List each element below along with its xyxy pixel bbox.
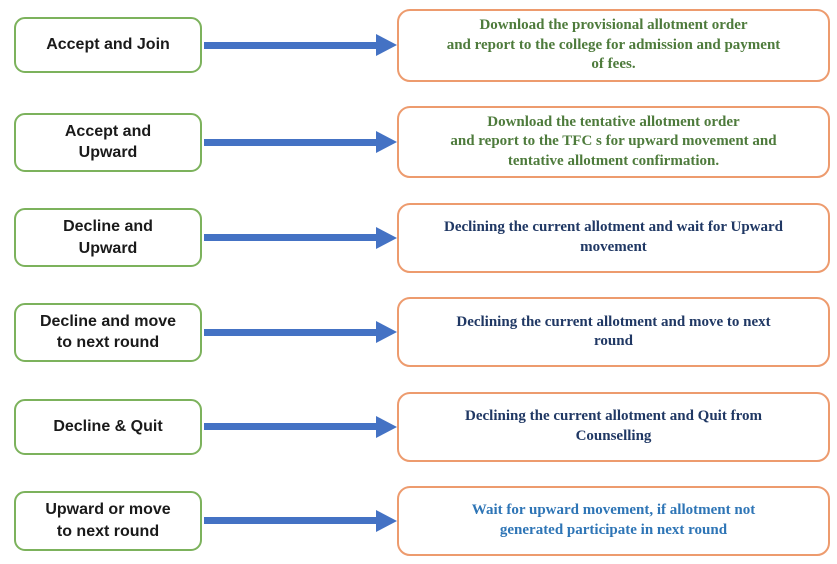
flow-row: Accept and Join Download the provisional… (14, 9, 830, 82)
arrow-right-icon (204, 414, 397, 440)
arrow-right-icon (204, 319, 397, 345)
description-text: Download the provisional allotment order… (446, 17, 781, 72)
option-label: Decline & Quit (53, 417, 163, 435)
option-box: Decline and Upward (14, 208, 202, 268)
arrow-shaft (204, 328, 376, 336)
description-box: Declining the current allotment and Quit… (397, 391, 830, 462)
arrow-shaft (204, 423, 376, 431)
arrow-shaft (204, 41, 376, 49)
description-text: Download the tentative allotment order a… (450, 113, 777, 169)
option-box: Accept and Upward (14, 112, 202, 172)
description-box: Declining the current allotment and wait… (397, 202, 830, 273)
option-box: Accept and Join (14, 17, 202, 74)
description-text: Declining the current allotment and wait… (443, 219, 783, 255)
arrow-head (376, 226, 397, 249)
description-box: Declining the current allotment and move… (397, 297, 830, 368)
flow-row: Decline and move to next round Declining… (14, 297, 830, 368)
flow-row: Decline & Quit Declining the current all… (14, 391, 830, 462)
description-box: Download the tentative allotment order a… (397, 105, 830, 179)
flow-row: Upward or move to next round Wait for up… (14, 485, 830, 556)
option-box: Upward or move to next round (14, 491, 202, 551)
description-text: Wait for upward movement, if allotment n… (471, 502, 756, 538)
option-label: Upward or move to next round (45, 501, 171, 540)
option-label: Decline and move to next round (39, 312, 177, 352)
option-label: Decline and Upward (63, 218, 153, 257)
arrow-right-icon (204, 225, 397, 251)
description-box: Wait for upward movement, if allotment n… (397, 485, 830, 556)
flow-row: Accept and Upward Download the tentative… (14, 105, 830, 179)
description-text: Declining the current allotment and Quit… (465, 408, 762, 444)
description-box: Download the provisional allotment order… (397, 9, 830, 82)
flow-row: Decline and Upward Declining the current… (14, 202, 830, 273)
arrow-shaft (204, 234, 376, 242)
arrow-right-icon (204, 32, 397, 58)
option-label: Accept and Join (46, 36, 170, 54)
arrow-head (376, 34, 397, 57)
arrow-shaft (204, 517, 376, 525)
arrow-right-icon (204, 129, 397, 155)
arrow-head (376, 509, 397, 532)
arrow-head (376, 131, 397, 154)
option-box: Decline & Quit (14, 398, 202, 455)
option-label: Accept and Upward (64, 122, 152, 162)
arrow-head (376, 415, 397, 438)
arrow-head (376, 321, 397, 344)
description-text: Declining the current allotment and move… (456, 313, 771, 350)
arrow-shaft (204, 138, 376, 146)
arrow-right-icon (204, 508, 397, 534)
option-box: Decline and move to next round (14, 302, 202, 362)
